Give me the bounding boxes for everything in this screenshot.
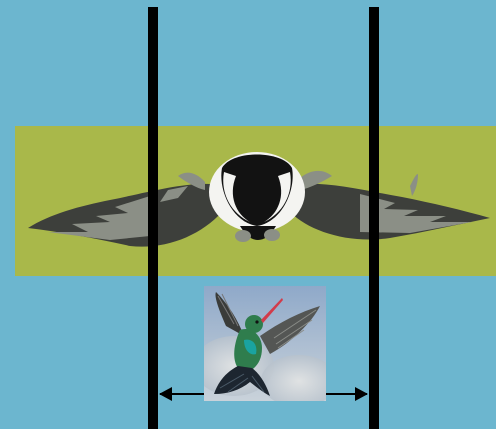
- hummingbird-icon: [204, 286, 326, 401]
- hummingbird-photo: [204, 286, 326, 401]
- arrow-head-right-icon: [355, 387, 368, 401]
- arrow-head-left-icon: [159, 387, 172, 401]
